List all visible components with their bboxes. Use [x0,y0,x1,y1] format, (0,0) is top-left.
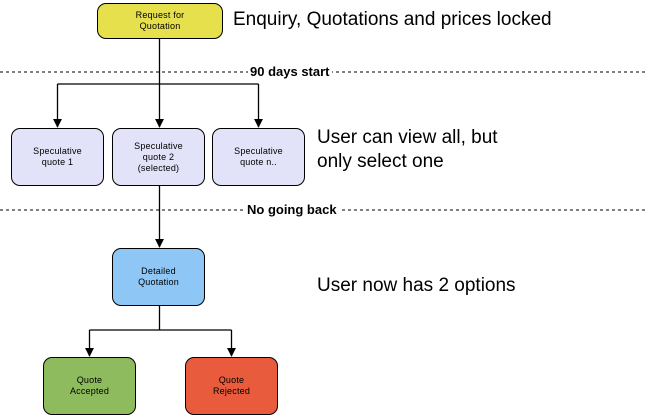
node-label: Speculative quote 2 (selected) [134,140,183,173]
node-quote-rejected[interactable]: Quote Rejected [185,357,278,415]
node-detailed-quotation[interactable]: Detailed Quotation [112,248,205,306]
annotation-view-all-select-one: User can view all, but only select one [317,127,498,172]
gate-label-no-going-back: No going back [245,202,339,217]
node-quote-accepted[interactable]: Quote Accepted [43,357,136,415]
node-request-for-quotation[interactable]: Request for Quotation [97,3,223,39]
gate-label-ninety-days-start: 90 days start [248,64,332,79]
node-label: Speculative quote 1 [33,146,82,167]
node-label: Request for Quotation [135,10,185,31]
node-label: Detailed Quotation [138,266,179,287]
node-label: Quote Accepted [69,375,110,396]
node-speculative-quote-1[interactable]: Speculative quote 1 [11,128,104,186]
annotation-two-options: User now has 2 options [317,275,516,296]
annotation-enquiry-locked: Enquiry, Quotations and prices locked [233,9,552,30]
node-label: Quote Rejected [212,375,251,396]
node-label: Speculative quote n.. [234,146,283,167]
node-speculative-quote-n[interactable]: Speculative quote n.. [212,128,305,186]
node-speculative-quote-2[interactable]: Speculative quote 2 (selected) [112,128,205,186]
